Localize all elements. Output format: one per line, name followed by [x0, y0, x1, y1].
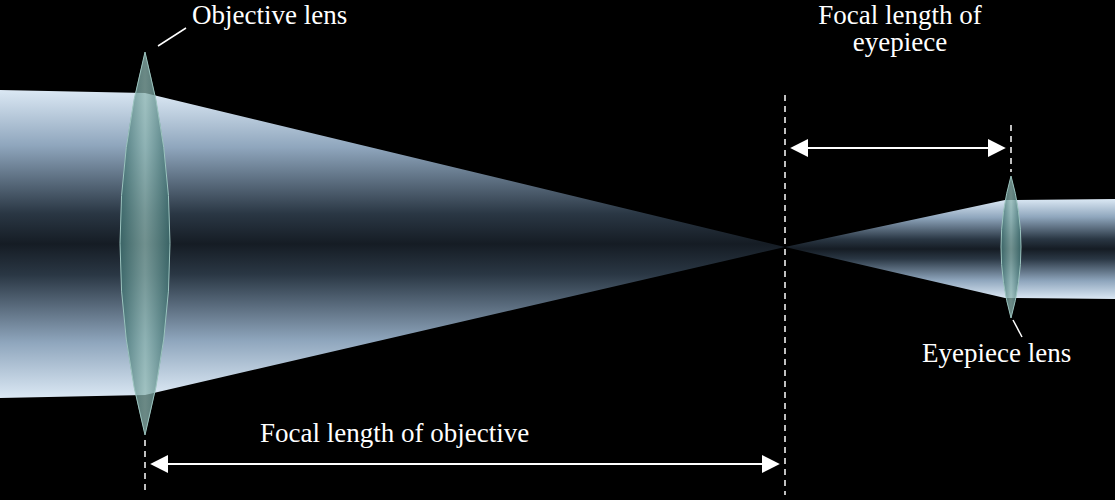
- dashed-guide: [144, 440, 146, 495]
- dashed-guide: [784, 95, 786, 495]
- eyepiece-lens: [1001, 176, 1021, 318]
- label-text: Focal length of objective: [260, 420, 529, 447]
- converging-beam: [145, 93, 785, 395]
- objective-lens: [120, 52, 170, 435]
- label-text: Focal length of eyepiece: [790, 2, 1010, 56]
- dimension-arrow: [152, 463, 778, 465]
- dashed-guide: [1010, 125, 1012, 172]
- label-text: Eyepiece lens: [922, 340, 1071, 367]
- leader-line: [1013, 320, 1022, 337]
- dimension-arrow: [792, 147, 1004, 149]
- outgoing-beam: [1005, 199, 1115, 299]
- leader-line: [158, 28, 186, 46]
- diverging-beam: [785, 200, 1005, 298]
- label-text: Objective lens: [192, 2, 347, 29]
